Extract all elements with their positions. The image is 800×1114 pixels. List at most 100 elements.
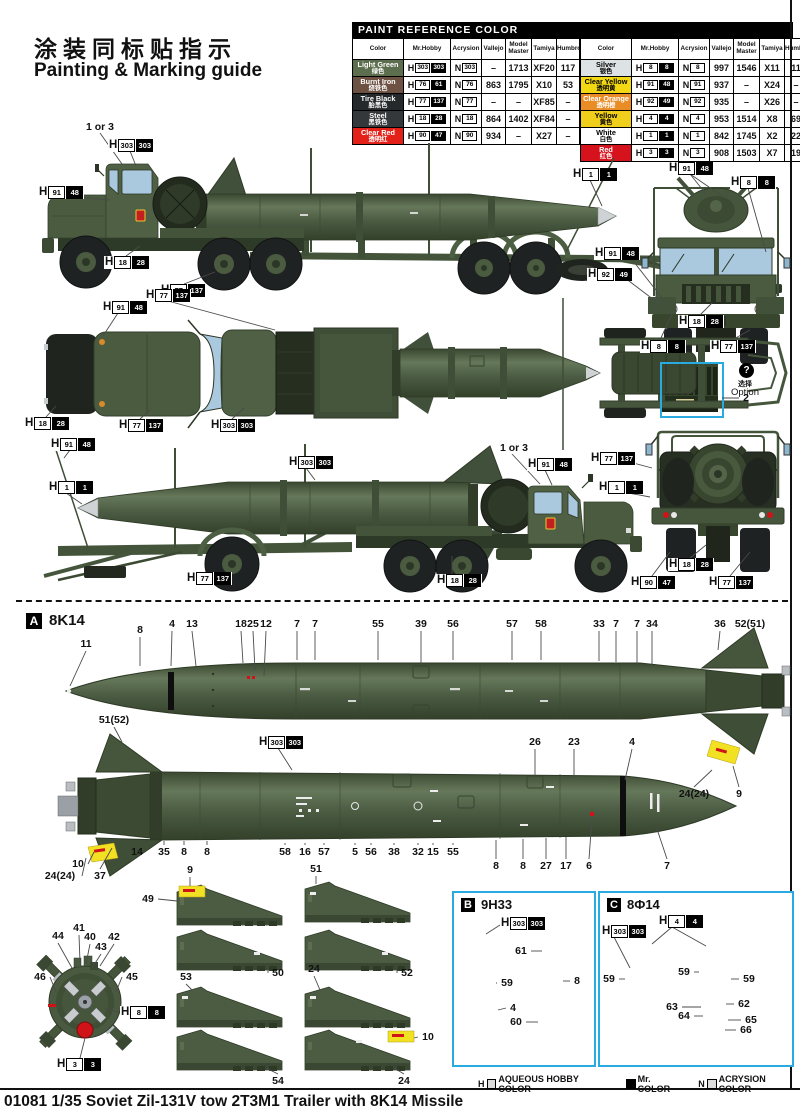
paint-table-title: PAINT REFERENCE COLOR (352, 22, 793, 38)
part-callout-7: 7 (294, 618, 300, 630)
part-callout-51: 51 (310, 863, 322, 875)
top-view (44, 298, 788, 450)
part-callout-25: 25 (247, 618, 259, 630)
part-callout-40: 40 (84, 931, 96, 943)
section-divider (16, 600, 788, 602)
page-title-en: Painting & Marking guide (34, 60, 263, 81)
legend-outline-box-icon (706, 1079, 717, 1089)
part-callout-16: 16 (299, 846, 311, 858)
part-callout-15: 15 (427, 846, 439, 858)
part-callout-14: 14 (131, 846, 143, 858)
part-callout-12: 12 (260, 618, 272, 630)
part-callout-11: 11 (80, 638, 92, 650)
section-a-header: A 8K14 (26, 612, 85, 629)
part-callout-5: 5 (352, 846, 358, 858)
part-callout-49: 49 (142, 893, 154, 905)
part-callout-8: 8 (137, 624, 143, 636)
part-callout-45: 45 (126, 971, 138, 983)
truck-rear-view (645, 430, 791, 572)
humbrol-cell: – (556, 127, 580, 145)
part-callout-53: 53 (180, 971, 192, 983)
part-callout-56: 56 (365, 846, 377, 858)
truck-front-view (641, 176, 791, 364)
page-title-cn: 涂装同标贴指示 (34, 36, 237, 62)
option-label-en: Option (731, 387, 759, 398)
part-callout-61: 61 (515, 945, 527, 957)
option-label-cn: 选择 (738, 381, 752, 388)
part-callout-44: 44 (52, 930, 64, 942)
part-callout-37: 37 (94, 870, 106, 882)
part-callout-8: 8 (204, 846, 210, 858)
part-callout-23: 23 (568, 736, 580, 748)
side-view-2 (43, 444, 642, 593)
part-callout-9: 9 (736, 788, 742, 800)
part-callout-36: 36 (714, 618, 726, 630)
part-callout-39: 39 (415, 618, 427, 630)
part-callout-2: 2 (743, 392, 749, 404)
part-callout-46: 46 (34, 971, 46, 983)
vallejo-cell: 934 (481, 127, 506, 145)
page-right-border (790, 0, 792, 1090)
part-callout-58: 58 (535, 618, 547, 630)
part-callout-63: 63 (666, 1001, 678, 1013)
part-callout-7: 7 (634, 618, 640, 630)
part-callout-17: 17 (560, 860, 572, 872)
part-callout-41: 41 (73, 922, 85, 934)
note-label: 1 or 3 (86, 121, 115, 133)
part-callout-56: 56 (447, 618, 459, 630)
part-callout-24: 24 (398, 1075, 410, 1087)
section-a-letter: A (26, 612, 42, 629)
part-callout-26: 26 (529, 736, 541, 748)
part-callout-8: 8 (574, 975, 580, 987)
part-callout-7: 7 (664, 860, 670, 872)
part-callout-10: 10 (72, 858, 84, 870)
part-callout-18: 18 (235, 618, 247, 630)
part-callout-59: 59 (678, 966, 690, 978)
part-callout-10: 10 (422, 1031, 434, 1043)
panel-c-title: 8Ф14 (627, 897, 660, 912)
part-callout-13: 13 (186, 618, 198, 630)
side-view-1 (42, 143, 782, 295)
humbrol-cell: 19 (784, 144, 800, 162)
part-callout-9: 9 (187, 864, 193, 876)
part-callout-24(24): 24(24) (678, 788, 710, 800)
part-callout-24(24): 24(24) (44, 870, 76, 882)
legend-outline-box-icon (486, 1079, 497, 1089)
part-callout-51(52): 51(52) (98, 714, 130, 726)
part-callout-55: 55 (372, 618, 384, 630)
